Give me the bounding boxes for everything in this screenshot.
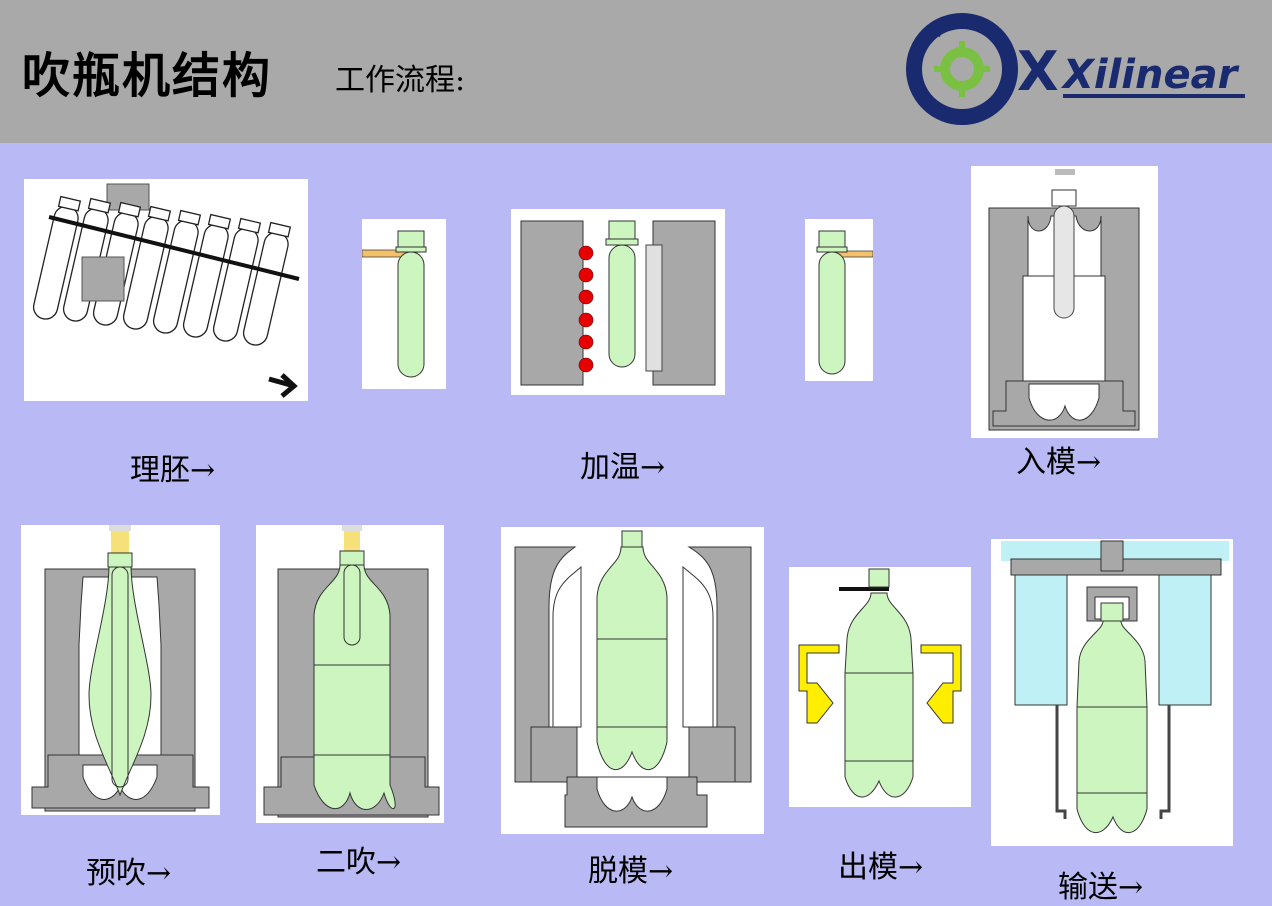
step-label-heating: 加温→ — [580, 450, 666, 485]
step-label-second-blow: 二吹→ — [316, 845, 402, 880]
step-label-pre-blow: 预吹→ — [86, 856, 172, 891]
panel-sorting — [24, 179, 308, 401]
page-subtitle: 工作流程: — [335, 63, 466, 98]
header-bar: 吹瓶机结构 工作流程: X Xilinear — [0, 0, 1272, 143]
panel-heating — [511, 209, 725, 395]
panel-conveying — [991, 539, 1233, 846]
page-title: 吹瓶机结构 — [22, 48, 273, 104]
step-label-demold: 脱模→ — [588, 854, 674, 889]
panel-preform-out — [805, 219, 873, 381]
panel-out-mold — [789, 567, 971, 807]
step-label-into-mold: 入模→ — [1016, 445, 1102, 480]
step-label-out-mold: 出模→ — [838, 850, 924, 885]
company-logo: X Xilinear — [906, 13, 1245, 125]
panel-second-blow — [256, 525, 444, 823]
svg-text:Xilinear: Xilinear — [1060, 52, 1240, 98]
panel-into-mold — [971, 166, 1158, 438]
panel-demold — [501, 527, 764, 834]
panel-pre-blow — [21, 525, 220, 815]
step-label-conveying: 输送→ — [1058, 870, 1144, 905]
step-label-sorting: 理胚→ — [130, 453, 216, 488]
panel-preform — [362, 219, 446, 389]
svg-text:X: X — [1017, 40, 1059, 103]
